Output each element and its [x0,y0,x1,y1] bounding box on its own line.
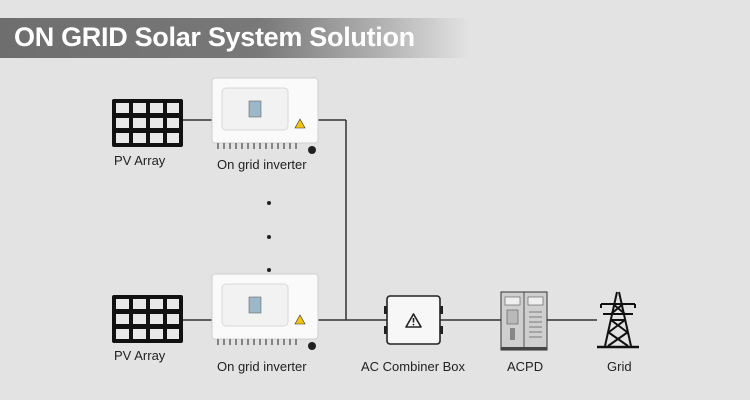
title-banner: ON GRID Solar System Solution [0,18,470,58]
pv-panel-icon-bottom [112,295,183,343]
inverter-icon-bottom [211,273,319,350]
inverter-icon-top [211,77,319,154]
ellipsis-dots [267,201,271,272]
acpd-label: ACPD [507,359,544,374]
acpd-cabinet-icon [500,291,548,351]
pv-array-bottom-label: PV Array [114,348,166,363]
grid-label: Grid [607,359,632,374]
pv-panel-icon-top [112,99,183,147]
grid-tower-icon [597,291,639,349]
ac-combiner-label: AC Combiner Box [361,359,466,374]
pv-array-top-label: PV Array [114,153,166,168]
connection-lines [183,119,597,321]
inverter-bottom-label: On grid inverter [217,359,307,374]
ellipsis-dot [267,268,271,272]
page-title: ON GRID Solar System Solution [14,22,415,52]
ellipsis-dot [267,235,271,239]
ac-combiner-box-icon [384,295,443,345]
inverter-top-label: On grid inverter [217,157,307,172]
ellipsis-dot [267,201,271,205]
